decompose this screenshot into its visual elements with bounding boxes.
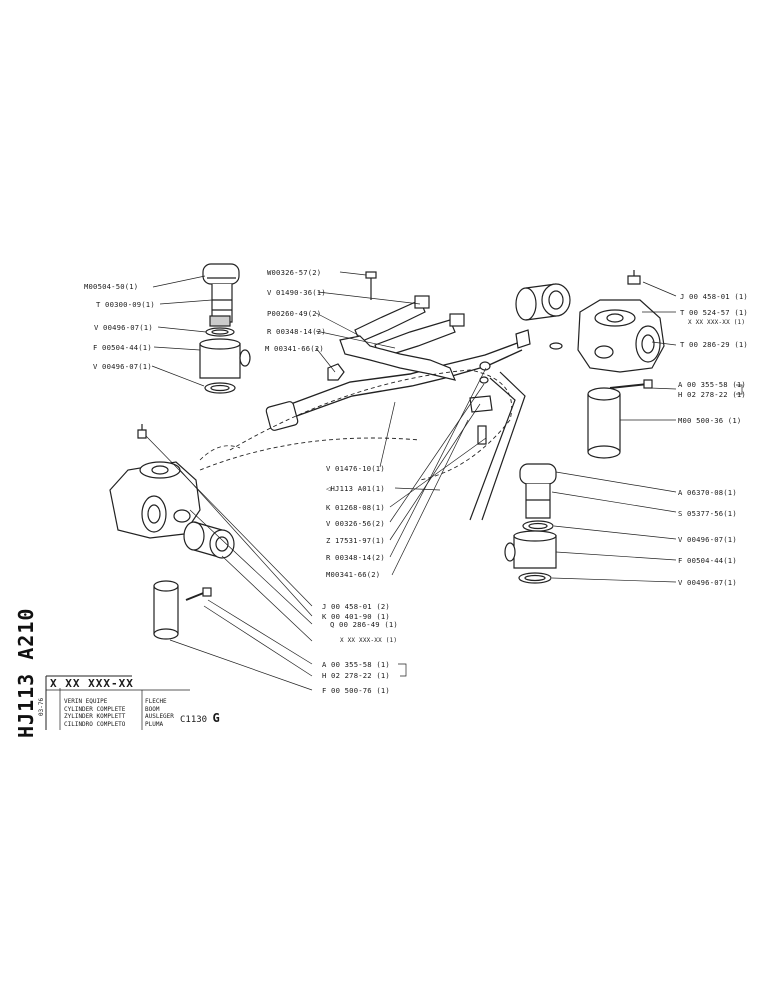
part-label: M00504-50(1) xyxy=(84,282,139,291)
part-label: A 06370-08(1) xyxy=(678,488,737,497)
title-block-frame xyxy=(45,675,190,730)
part-label: F 00 500-76 (1) xyxy=(322,686,390,695)
catalog-code-suffix: G xyxy=(212,711,220,725)
description-line: AUSLEGER xyxy=(145,713,174,720)
description-line: VERIN EQUIPE xyxy=(64,698,108,705)
part-label: M00341-66(2) xyxy=(326,570,381,579)
part-label: R 00348-14(2) xyxy=(267,327,326,336)
part-label: T 00 524-57 (1) xyxy=(680,308,748,317)
description-line: PLUMA xyxy=(145,720,164,728)
arrow-icon: ◁ xyxy=(326,484,331,493)
part-label: W00326-57(2) xyxy=(267,268,322,277)
description-line: FLECHE xyxy=(145,698,167,705)
description-col1: VERIN EQUIPE CYLINDER COMPLETE ZYLINDER … xyxy=(64,698,125,728)
description-line: ZYLINDER KOMPLETT xyxy=(64,713,126,720)
description-line: CYLINDER COMPLETE xyxy=(64,705,126,713)
part-label: V 00496-07(1) xyxy=(678,535,737,544)
part-label: V 01476-10(1) xyxy=(326,464,385,473)
part-label: V 00496-07(1) xyxy=(93,362,152,371)
part-label: M 00341-66(2) xyxy=(265,344,324,353)
part-number: X XX XXX-XX xyxy=(50,677,134,690)
part-label: X XX XXX-XX (1) xyxy=(688,319,746,326)
drawing-date: 03-76 xyxy=(38,697,45,716)
part-label: R 00348-14(2) xyxy=(326,553,385,562)
part-label: H 02 278-22 (1) xyxy=(678,390,746,399)
part-label: Z 17531-97(1) xyxy=(326,536,385,545)
leaders-top-right xyxy=(620,281,743,421)
valve-assembly-right xyxy=(504,463,557,584)
part-label: V 00326-56(2) xyxy=(326,519,385,528)
bolt-top-center xyxy=(365,271,377,300)
part-label: F 00504-44(1) xyxy=(678,556,737,565)
part-label: V 00496-07(1) xyxy=(94,323,153,332)
part-label: J 00 458-01 (2) xyxy=(322,602,390,611)
part-label: J 00 458-01 (1) xyxy=(680,292,748,301)
part-label: M00 500-36 (1) xyxy=(678,416,742,425)
part-label: H 02 278-22 (1) xyxy=(322,671,390,680)
description-line: BOOM xyxy=(145,705,160,713)
leaders-top-center xyxy=(315,271,421,373)
part-label: ◁HJ113 A01(1) xyxy=(326,484,385,493)
part-label: V 01490-36(1) xyxy=(267,288,326,297)
catalog-code-text: C1130 xyxy=(180,715,208,725)
part-label: A 00 355-58 (1) xyxy=(322,660,390,669)
description-line: CILINDRO COMPLETO xyxy=(64,720,126,728)
part-label: T 00 286-29 (1) xyxy=(680,340,748,349)
valve-assembly-top-left xyxy=(199,263,251,394)
part-label-text: HJ113 A01(1) xyxy=(330,484,385,493)
leaders-right xyxy=(551,471,677,583)
leaders-bottom xyxy=(145,435,407,691)
clevis-bottom-left xyxy=(109,424,241,640)
clevis-top-right xyxy=(515,270,665,459)
part-label: S 05377-56(1) xyxy=(678,509,737,518)
part-label: F 00504-44(1) xyxy=(93,343,152,352)
leaders-top-left xyxy=(151,275,213,387)
part-label: T 00300-09(1) xyxy=(96,300,155,309)
part-label: K 01268-08(1) xyxy=(326,503,385,512)
drawing-reference: HJ113 A210 xyxy=(14,607,38,738)
part-label: P00260-49(2) xyxy=(267,309,322,318)
leaders-center xyxy=(379,367,487,576)
catalog-code: C1130 G xyxy=(180,711,220,725)
description-col2: FLECHE BOOM AUSLEGER PLUMA xyxy=(145,698,174,728)
boom-cylinder-body xyxy=(199,295,526,521)
part-label: K 00 401-90 (1) xyxy=(322,612,390,621)
part-label: X XX XXX-XX (1) xyxy=(340,637,398,644)
part-label: Q 00 286-49 (1) xyxy=(330,620,398,629)
part-label: V 00496-07(1) xyxy=(678,578,737,587)
part-label: A 00 355-58 (1) xyxy=(678,380,746,389)
